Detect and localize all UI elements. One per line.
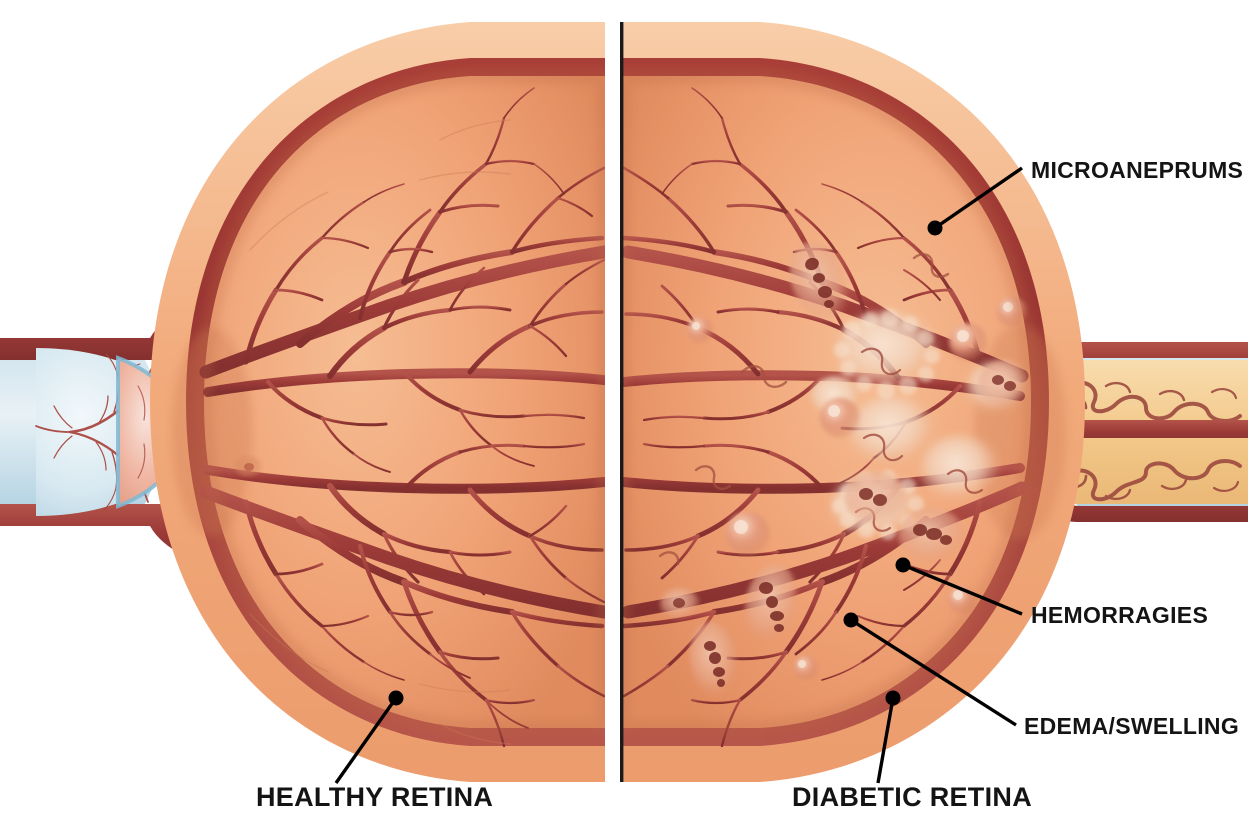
panel-divider (620, 22, 624, 782)
callout-label-hemorrhages: HEMORRAGIES (1031, 602, 1209, 628)
caption-diabetic-retina: DIABETIC RETINA (792, 782, 1032, 812)
diabetic-retina-globe (622, 22, 1085, 782)
leader-microaneurysms (927, 166, 1023, 236)
caption-healthy-retina: HEALTHY RETINA (256, 782, 494, 812)
leader-diabetic-caption (876, 690, 901, 784)
leader-healthy-caption (334, 690, 404, 784)
healthy-retina-globe (150, 22, 605, 782)
leader-hemorrhages (895, 557, 1023, 616)
hemorrhage-lesions (660, 241, 1030, 698)
callout-label-edema: EDEMA/SWELLING (1024, 713, 1240, 739)
leader-edema (843, 612, 1017, 727)
callout-label-microaneurysms: MICROANEPRUMS (1031, 157, 1244, 183)
callout-leaders (334, 166, 1023, 784)
